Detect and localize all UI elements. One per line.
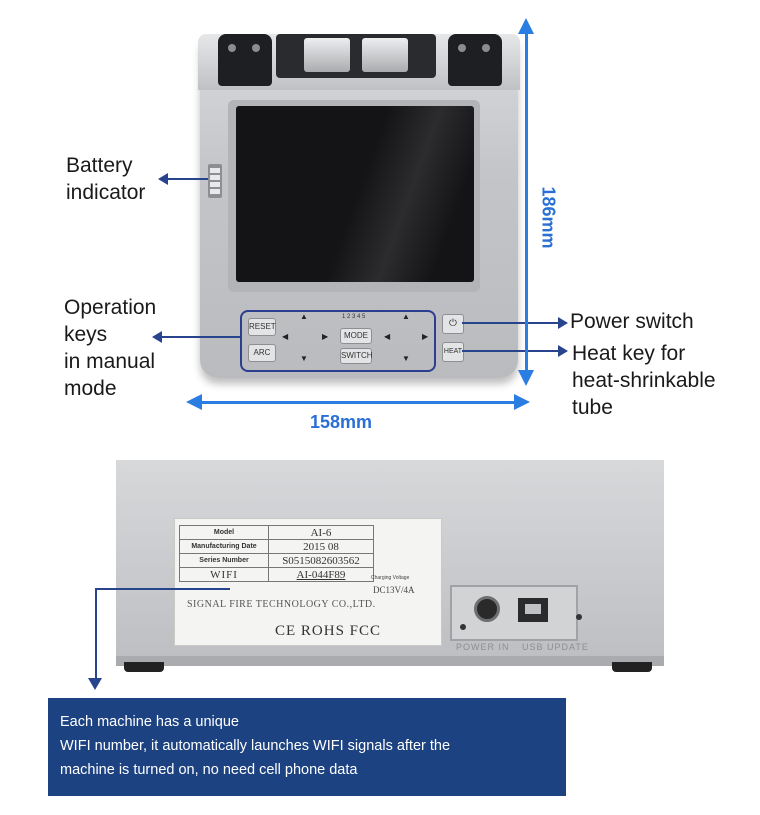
company-name: SIGNAL FIRE TECHNOLOGY CO.,LTD. bbox=[187, 599, 376, 610]
wifi-callout-drop bbox=[95, 588, 97, 680]
certification-marks: CE ROHS FCC bbox=[275, 623, 382, 639]
info-line-2: WIFI number, it automatically launches W… bbox=[60, 738, 451, 754]
width-arrow-right-icon bbox=[514, 394, 530, 410]
left-arrow-icon-2[interactable]: ◀ bbox=[384, 332, 391, 341]
battery-label: Battery indicator bbox=[66, 154, 146, 204]
table-row: Series Number S0515082603562 bbox=[179, 553, 374, 568]
operation-keys-line bbox=[160, 336, 242, 338]
power-line bbox=[462, 322, 560, 324]
battery-line bbox=[166, 178, 208, 180]
down-arrow-icon-2[interactable]: ▼ bbox=[402, 354, 410, 363]
left-arrow-icon[interactable]: ◀ bbox=[282, 332, 289, 341]
fiber-holder bbox=[276, 34, 436, 78]
reset-key[interactable]: RESET bbox=[248, 318, 276, 336]
power-in-label: POWER IN bbox=[456, 642, 510, 652]
operation-keypad: RESET ARC ▲ ◀ ▶ ▼ 1 2 3 4 5 MODE SWITCH … bbox=[240, 310, 436, 372]
usb-update-label: USB UPDATE bbox=[522, 642, 589, 652]
right-arrow-icon[interactable]: ▶ bbox=[322, 332, 329, 341]
wifi-label: WIFI bbox=[179, 567, 269, 582]
height-arrow-up-icon bbox=[518, 18, 534, 34]
heat-key-label: Heat key for heat-shrinkable tube bbox=[572, 342, 716, 419]
mode-key[interactable]: MODE bbox=[340, 328, 372, 344]
table-row: WIFI AI-044F89 bbox=[179, 567, 374, 582]
back-panel-base bbox=[116, 656, 664, 666]
switch-key[interactable]: SWITCH bbox=[340, 348, 373, 364]
width-arrow-left-icon bbox=[186, 394, 202, 410]
charging-voltage-value: DC13V/4A bbox=[373, 585, 415, 595]
power-in-port[interactable] bbox=[474, 596, 500, 622]
wifi-info-box: Each machine has a unique WIFI number, i… bbox=[48, 698, 566, 796]
heat-arrow-icon bbox=[558, 345, 568, 357]
table-row: Manufacturing Date 2015 08 bbox=[179, 539, 374, 554]
foot-right bbox=[612, 662, 652, 672]
heat-line bbox=[462, 350, 560, 352]
operation-keys-arrow-icon bbox=[152, 331, 162, 343]
height-line bbox=[525, 32, 528, 372]
right-clamp bbox=[448, 34, 502, 86]
screw-icon bbox=[576, 614, 582, 620]
height-arrow-down-icon bbox=[518, 370, 534, 386]
lcd-screen bbox=[236, 106, 474, 282]
nameplate-sticker: Model AI-6 Manufacturing Date 2015 08 Se… bbox=[174, 518, 442, 646]
power-button[interactable]: ⏻ bbox=[442, 314, 464, 334]
operation-keys-label: Operation keys in manual mode bbox=[64, 296, 157, 400]
indicator-leds: 1 2 3 4 5 bbox=[342, 314, 366, 320]
screw-icon bbox=[460, 624, 466, 630]
down-arrow-icon[interactable]: ▼ bbox=[300, 354, 308, 363]
wifi-callout-line bbox=[96, 588, 230, 590]
heat-button[interactable]: HEAT bbox=[442, 342, 464, 362]
left-clamp bbox=[218, 34, 272, 86]
battery-indicator-leds bbox=[208, 164, 222, 198]
nameplate-table: Model AI-6 Manufacturing Date 2015 08 Se… bbox=[179, 525, 374, 582]
table-row: Model AI-6 bbox=[179, 525, 374, 540]
up-arrow-icon-2[interactable]: ▲ bbox=[402, 312, 410, 321]
wifi-callout-arrow-icon bbox=[88, 678, 102, 690]
usb-port[interactable] bbox=[518, 598, 548, 622]
power-switch-label: Power switch bbox=[570, 310, 694, 333]
wifi-value: AI-044F89 bbox=[268, 567, 374, 582]
foot-left bbox=[124, 662, 164, 672]
battery-arrow-icon bbox=[158, 173, 168, 185]
port-panel bbox=[450, 585, 578, 641]
width-line bbox=[200, 401, 516, 404]
right-arrow-icon-2[interactable]: ▶ bbox=[422, 332, 429, 341]
info-line-1: Each machine has a unique bbox=[60, 714, 239, 730]
arc-key[interactable]: ARC bbox=[248, 344, 276, 362]
height-dimension: 186mm bbox=[538, 186, 559, 249]
charging-voltage-label: Charging Voltage bbox=[371, 575, 410, 581]
info-line-3: machine is turned on, no need cell phone… bbox=[60, 762, 358, 778]
up-arrow-icon[interactable]: ▲ bbox=[300, 312, 308, 321]
power-arrow-icon bbox=[558, 317, 568, 329]
width-dimension: 158mm bbox=[310, 412, 373, 432]
